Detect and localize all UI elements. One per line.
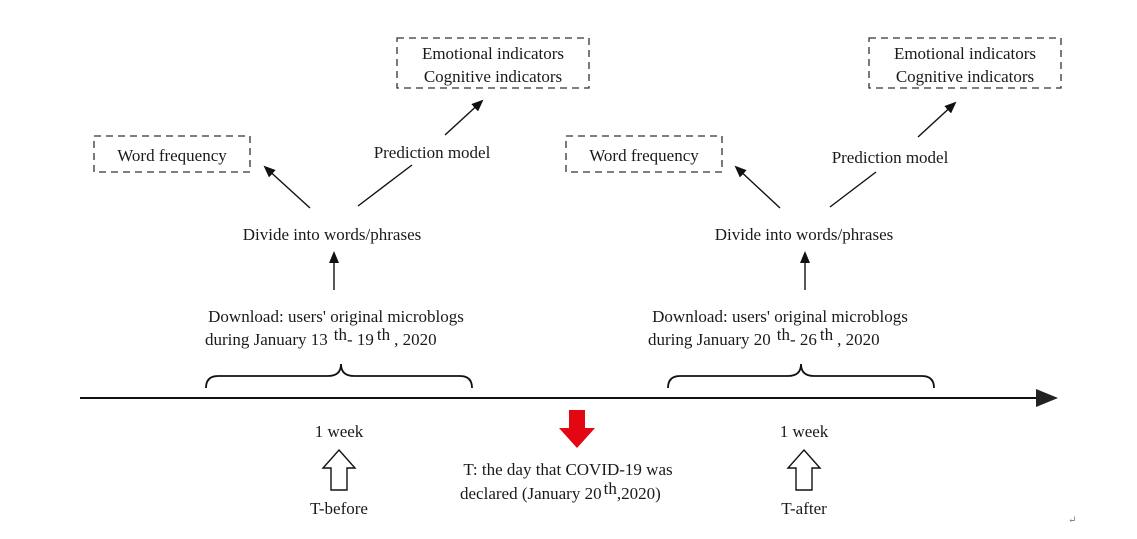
arrow-to-indicators-after [917,101,957,138]
hollow-up-arrow-icon-before [321,448,357,491]
t-before-label: T-before [310,499,368,518]
week-brace-before [205,363,473,389]
emotional-indicators-label-after: Emotional indicators [894,44,1036,63]
download-line1-before: Download: users' original microblogs [208,307,464,326]
cognitive-indicators-label-after: Cognitive indicators [896,67,1034,86]
after-group: Emotional indicators Cognitive indicator… [565,37,1062,518]
word-frequency-label-before: Word frequency [117,146,227,165]
week-brace-after [667,363,935,389]
word-frequency-label-after: Word frequency [589,146,699,165]
indicators-box-before [396,37,590,89]
prediction-model-label-before: Prediction model [374,143,491,162]
divide-words-label-before: Divide into words/phrases [243,225,421,244]
return-mark: ↵ [1068,515,1076,526]
prediction-connector-after [829,171,877,208]
divide-words-label-after: Divide into words/phrases [715,225,893,244]
prediction-connector-before [357,164,413,207]
red-down-arrow-icon [559,410,595,448]
one-week-label-after: 1 week [780,422,829,441]
emotional-indicators-label-before: Emotional indicators [422,44,564,63]
event-label-line1: T: the day that COVID-19 was [463,460,672,479]
timeline-arrowhead-icon [1036,389,1058,407]
before-group: Emotional indicators Cognitive indicator… [93,37,590,518]
indicators-box-after [868,37,1062,89]
word-frequency-box-after [565,135,723,173]
word-frequency-box-before [93,135,251,173]
download-line1-after: Download: users' original microblogs [652,307,908,326]
cognitive-indicators-label-before: Cognitive indicators [424,67,562,86]
arrow-to-word-frequency-before [263,165,311,209]
hollow-up-arrow-icon-after [786,448,822,491]
arrow-to-word-frequency-after [734,165,781,209]
prediction-model-label-after: Prediction model [832,148,949,167]
one-week-label-before: 1 week [315,422,364,441]
t-after-label: T-after [781,499,827,518]
arrow-to-indicators-before [444,99,484,136]
